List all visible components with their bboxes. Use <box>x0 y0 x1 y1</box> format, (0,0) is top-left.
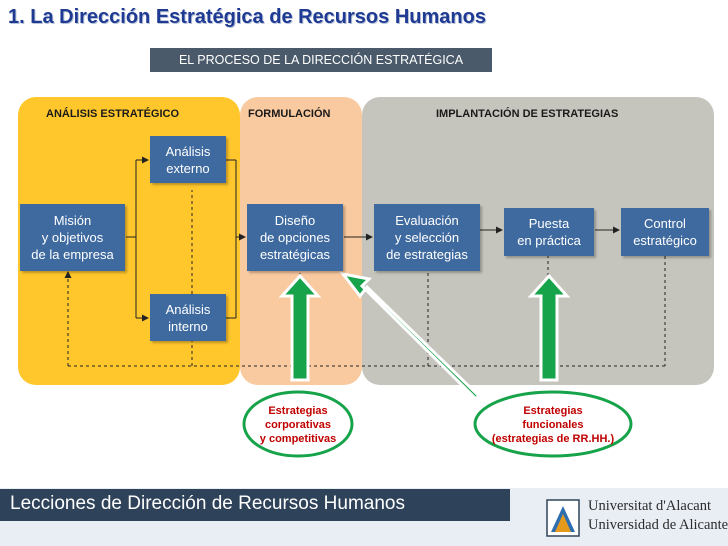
box-control-text: Control estratégico <box>633 216 697 248</box>
process-title: EL PROCESO DE LA DIRECCIÓN ESTRATÉGICA <box>150 48 492 72</box>
green-arrow-diagonal <box>339 271 484 400</box>
label-estrategias-funcionales: Estrategias funcionales (estrategias de … <box>491 405 615 445</box>
label-formulacion: FORMULACIÓN <box>248 108 331 120</box>
box-diseno: Diseño de opciones estratégicas <box>247 204 343 271</box>
slide-title: 1. La Dirección Estratégica de Recursos … <box>8 6 486 28</box>
green-arrows <box>278 271 571 400</box>
footer-bar <box>0 489 510 521</box>
box-mision-text: Misión y objetivos de la empresa <box>31 213 114 262</box>
label-analisis-estrategico: ANÁLISIS ESTRATÉGICO <box>46 108 180 120</box>
box-analisis-externo-text: Análisis externo <box>165 143 211 176</box>
footer-course-title: Lecciones de Dirección de Recursos Human… <box>10 493 405 514</box>
box-control: Control estratégico <box>621 208 709 256</box>
university-logo <box>546 499 580 537</box>
box-evaluacion: Evaluación y selección de estrategias <box>374 204 480 271</box>
green-arrow-corporativas <box>278 273 322 382</box>
box-evaluacion-text: Evaluación y selección de estrategias <box>386 213 468 262</box>
box-analisis-interno: Análisis interno <box>150 294 226 341</box>
box-diseno-text: Diseño de opciones estratégicas <box>259 213 331 262</box>
box-puesta-text: Puesta en práctica <box>517 216 581 248</box>
box-analisis-externo: Análisis externo <box>150 136 226 183</box>
label-implantacion: IMPLANTACIÓN DE ESTRATEGIAS <box>436 108 619 120</box>
box-mision: Misión y objetivos de la empresa <box>20 204 125 271</box>
box-puesta: Puesta en práctica <box>504 208 594 256</box>
process-title-text: EL PROCESO DE LA DIRECCIÓN ESTRATÉGICA <box>178 53 464 67</box>
university-name-es: Universidad de Alicante <box>588 517 728 533</box>
label-estrategias-corporativas: Estrategias corporativas y competitivas <box>259 405 337 445</box>
university-name-ca: Universitat d'Alacant <box>588 498 712 514</box>
box-analisis-interno-text: Análisis interno <box>165 301 211 334</box>
green-arrow-funcionales <box>527 273 571 382</box>
